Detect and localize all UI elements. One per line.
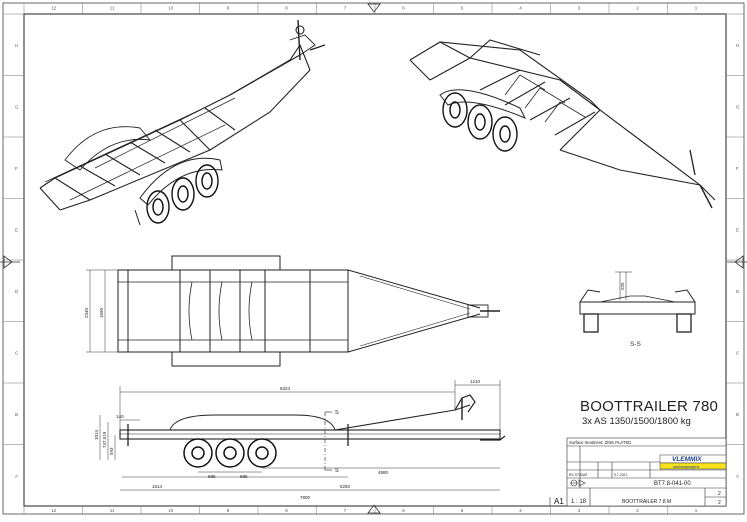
dim-685-b: 685 (240, 474, 248, 479)
dim-7800: 7800 (300, 495, 311, 500)
dim-2340: 2340 (84, 307, 89, 318)
side-view-dims (99, 380, 501, 491)
section-label: S-S (630, 341, 641, 348)
top-view-dims (86, 269, 118, 353)
zone-row-label: D (736, 289, 740, 294)
dim-685-a: 685 (208, 474, 216, 479)
zone-row-label: G (15, 104, 19, 109)
zone-column-label: 3 (578, 508, 581, 513)
zone-column-label: 10 (168, 508, 174, 513)
scale-value: 1 : 18 (571, 499, 587, 505)
zone-column-label: 11 (110, 508, 115, 513)
drawn-by: RG.STRAAT (569, 473, 588, 477)
section-marker-top: S (335, 410, 339, 416)
zone-column-label: 2 (636, 508, 639, 513)
zone-column-label: 2 (636, 6, 639, 11)
side-view (119, 394, 506, 446)
drawing-subtitle: 3x AS 1350/1500/1800 kg (582, 416, 691, 427)
iso-view-left (39, 19, 326, 211)
zone-row-label: F (15, 166, 18, 171)
dim-225: 225 (620, 282, 625, 290)
side-view-wheels (183, 438, 277, 468)
title-block (549, 437, 727, 507)
iso-left-guard (134, 157, 223, 226)
zone-row-label: H (15, 43, 18, 48)
logo-tagline: aanhangwagens (673, 465, 700, 469)
description: BOOTTRAILER 7.8 M (622, 499, 671, 505)
logo-wordmark: VLEMMIX (672, 456, 702, 463)
dim-747: 747,519 (102, 431, 107, 448)
zone-row-label: E (736, 227, 739, 232)
iso-view-right (409, 39, 716, 209)
dim-1210: 1210 (470, 379, 481, 384)
zone-column-label: 6 (402, 508, 405, 513)
zone-column-label: 4 (519, 6, 522, 11)
zone-row-label: C (736, 350, 740, 355)
zone-column-label: 4 (519, 508, 522, 513)
sheet-number: 2 (718, 500, 721, 506)
zone-row-label: G (736, 104, 740, 109)
zone-row-label: H (736, 43, 739, 48)
drawing-title: BOOTTRAILER 780 (580, 398, 719, 415)
zone-row-label: A (736, 473, 739, 478)
zone-column-label: 9 (227, 6, 230, 11)
zone-row-label: B (15, 412, 18, 417)
zone-column-label: 8 (285, 508, 288, 513)
zone-row-label: A (15, 473, 18, 478)
zone-column-label: 7 (344, 6, 347, 11)
dim-1014: 1014 (94, 429, 99, 440)
zone-column-label: 5 (461, 6, 464, 11)
zone-row-label: F (736, 166, 739, 171)
zone-column-label: 1 (695, 6, 698, 11)
zone-column-label: 5 (461, 508, 464, 513)
zone-column-label: 12 (51, 508, 57, 513)
zone-column-label: 7 (344, 508, 347, 513)
zone-row-label: C (15, 350, 19, 355)
section-ss-view (579, 271, 696, 333)
iso-right-wheels (442, 92, 518, 152)
revision: 2 (718, 491, 721, 497)
zone-column-label: 6 (402, 6, 405, 11)
zone-column-label: 9 (227, 508, 230, 513)
zone-column-label: 11 (110, 6, 115, 11)
section-marker-bottom: S (335, 468, 339, 474)
zone-column-label: 1 (695, 508, 698, 513)
zone-column-label: 10 (168, 6, 174, 11)
dim-1690: 1690 (99, 307, 104, 318)
surface-treatment: Surface treatment: ZINK PLATED (569, 440, 631, 445)
zone-row-label: E (15, 227, 18, 232)
outer-border (2, 2, 745, 515)
inner-border (23, 13, 727, 507)
centering-marks (0, 3, 747, 514)
dim-1514: 1514 (152, 484, 163, 489)
sheet-size: A1 (554, 497, 564, 506)
iso-right-guard (439, 89, 527, 119)
top-view (117, 255, 500, 367)
dim-593: 593 (109, 447, 114, 455)
date: 5-7-2021 (614, 473, 627, 477)
dim-6250: 6250 (340, 484, 351, 489)
dim-4880: 4880 (378, 470, 389, 475)
drawing-number: BT7.8-041-00 (654, 481, 691, 487)
dim-6324: 6324 (280, 386, 291, 391)
zone-row-label: D (15, 289, 19, 294)
zone-column-label: 8 (285, 6, 288, 11)
zone-column-label: 12 (51, 6, 57, 11)
dim-140: 140 (116, 414, 124, 419)
section-cut-line (324, 411, 332, 471)
zone-column-label: 3 (578, 6, 581, 11)
zone-ticks (3, 3, 744, 514)
zone-row-label: B (736, 412, 739, 417)
